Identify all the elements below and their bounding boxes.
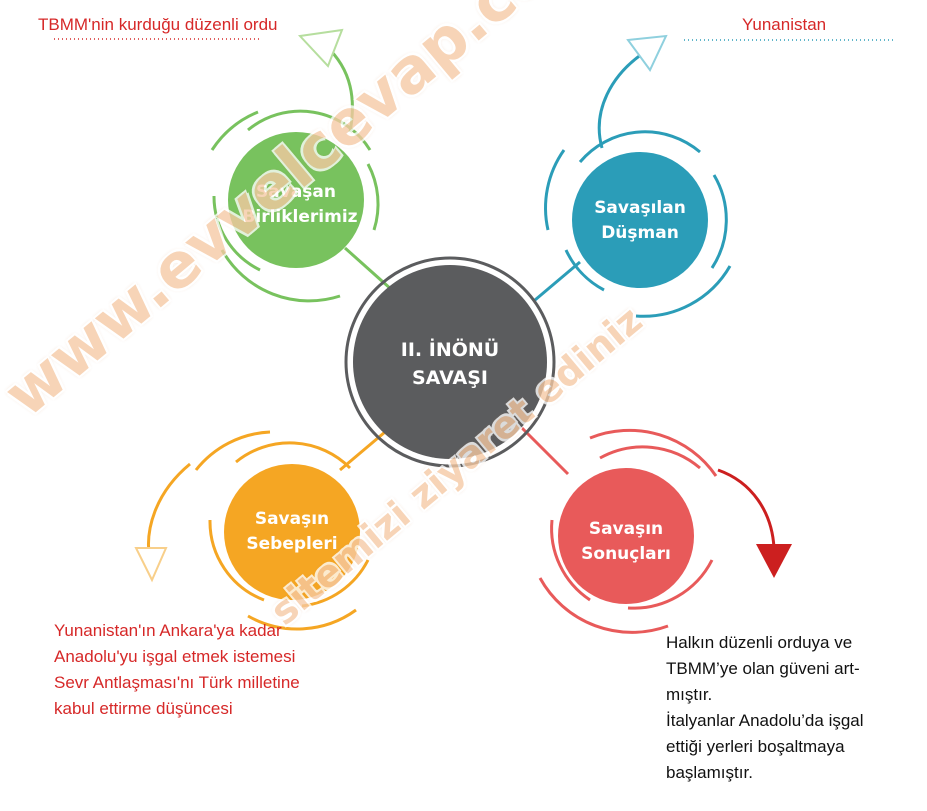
node-birlikler: Savaşan Birliklerimiz — [210, 109, 380, 303]
center-title-line1: II. İNÖNÜ — [401, 337, 499, 361]
connector-birlikler — [344, 246, 393, 292]
node-sonuclar-line1: Savaşın — [589, 519, 663, 539]
node-sonuclar: Savaşın Sonuçları — [538, 428, 718, 634]
node-sebepler-line1: Savaşın — [255, 509, 329, 529]
node-dusman: Savaşılan Düşman — [544, 130, 732, 318]
arrow-birlikler — [297, 28, 354, 133]
node-dusman-line1: Savaşılan — [594, 198, 686, 218]
answer-sonuclar-line: başlamıştır. — [666, 763, 753, 782]
arrow-sonuclar — [717, 468, 792, 578]
answer-sonuclar-line: TBMM’ye olan güveni art- — [666, 659, 860, 678]
answer-sonuclar-line: ettiği yerleri boşaltmaya — [666, 737, 845, 756]
arrow-dusman — [597, 34, 668, 149]
arrow-sebepler — [134, 462, 191, 583]
answer-sonuclar-line: mıştır. — [666, 685, 713, 704]
answer-sonuclar: Halkın düzenli orduya ve TBMM’ye olan gü… — [666, 630, 864, 786]
answer-sebepler-line: Anadolu'yu işgal etmek istemesi — [54, 647, 296, 666]
answer-sonuclar-line: İtalyanlar Anadolu’da işgal — [666, 711, 864, 730]
node-sonuclar-line2: Sonuçları — [581, 544, 671, 564]
node-sebepler: Savaşın Sebepleri — [194, 430, 370, 631]
answer-birlikler: TBMM'nin kurduğu düzenli ordu — [38, 15, 278, 34]
node-dusman-line2: Düşman — [601, 223, 679, 243]
answer-dusman: Yunanistan — [742, 15, 827, 34]
node-birlikler-line1: Savaşan — [256, 182, 336, 202]
answer-sebepler-line: kabul ettirme düşüncesi — [54, 699, 233, 718]
connector-sonuclar — [520, 426, 570, 476]
answer-sebepler: Yunanistan'ın Ankara'ya kadar Anadolu'yu… — [54, 618, 300, 722]
node-birlikler-line2: Birliklerimiz — [242, 207, 357, 227]
connector-dusman — [534, 260, 581, 302]
answer-sonuclar-line: Halkın düzenli orduya ve — [666, 633, 853, 652]
node-sebepler-line2: Sebepleri — [246, 534, 337, 554]
center-node: II. İNÖNÜ SAVAŞI — [344, 256, 556, 468]
answer-sebepler-line: Sevr Antlaşması'nı Türk milletine — [54, 673, 300, 692]
answer-sebepler-line: Yunanistan'ın Ankara'ya kadar — [54, 621, 282, 640]
center-title-line2: SAVAŞI — [412, 367, 488, 389]
